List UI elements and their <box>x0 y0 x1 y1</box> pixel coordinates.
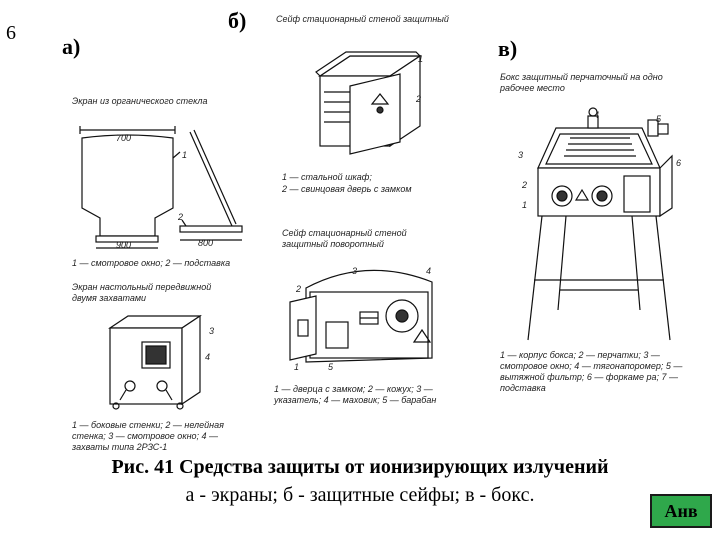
box-callout-2: 2 <box>522 180 528 190</box>
box-callout-5: 5 <box>656 114 662 124</box>
rotary-callout-1: 1 <box>294 362 300 372</box>
screen-title: Экран из органического стекла <box>72 96 208 106</box>
wall-safe-title: Сейф стационарный стеной защитный <box>276 14 449 24</box>
screen-legend: 1 — смотровое окно; 2 — подставка <box>72 258 231 268</box>
box-callout-1: 1 <box>522 200 528 210</box>
rotary-callout-5: 5 <box>328 362 334 372</box>
slide-number: 6 <box>6 22 16 44</box>
callout-1: 1 <box>182 150 188 160</box>
box-callout-4: 4 <box>594 110 600 120</box>
wall-legend-1: 1 — стальной шкаф; <box>282 172 372 182</box>
rotary-callout-3: 3 <box>352 266 358 276</box>
glove-box-title: Бокс защитный перчаточный на одно рабоче… <box>500 72 663 93</box>
glove-box-legend: 1 — корпус бокса; 2 — перчатки; 3 — смот… <box>500 350 683 393</box>
panel-label-a: а) <box>62 34 81 59</box>
box-callout-3: 3 <box>518 150 524 160</box>
rotary-safe-drawing <box>289 269 433 363</box>
desktop-screen-drawing <box>108 314 202 410</box>
desktop-screen-legend: 1 — боковые стенки; 2 — нелейная стенка;… <box>72 420 224 452</box>
panel-label-b: б) <box>228 8 247 33</box>
callout-3: 3 <box>209 326 215 336</box>
organic-glass-screen-drawing <box>79 126 243 249</box>
rotary-callout-4: 4 <box>426 266 432 276</box>
anv-nav-button[interactable]: Анв <box>650 494 712 528</box>
desktop-screen-title: Экран настольный передвижной двумя захва… <box>72 282 212 303</box>
wall-legend-2: 2 — свинцовая дверь с замком <box>282 184 412 194</box>
wall-safe-drawing <box>315 51 422 155</box>
rotary-legend: 1 — дверца с замком; 2 — кожух; 3 — указ… <box>274 384 437 405</box>
screen-dim-top: 700 <box>116 133 132 143</box>
panel-label-c: в) <box>498 36 518 61</box>
callout-2: 2 <box>178 212 184 222</box>
glove-box-drawing <box>527 107 673 341</box>
rotary-callout-2: 2 <box>296 284 302 294</box>
callout-4: 4 <box>205 352 211 362</box>
screen-dim-bottom-right: 800 <box>198 238 214 248</box>
figure-caption-title: Рис. 41 Средства защиты от ионизирующих … <box>111 456 609 478</box>
box-callout-6: 6 <box>676 158 682 168</box>
rotary-safe-title: Сейф стационарный стеной защитный поворо… <box>282 228 407 249</box>
figure-caption-subtitle: а - экраны; б - защитные сейфы; в - бокс… <box>185 484 535 506</box>
screen-dim-bottom-left: 900 <box>116 240 132 250</box>
wall-callout-2: 2 <box>416 94 422 104</box>
wall-callout-1: 1 <box>418 54 424 64</box>
